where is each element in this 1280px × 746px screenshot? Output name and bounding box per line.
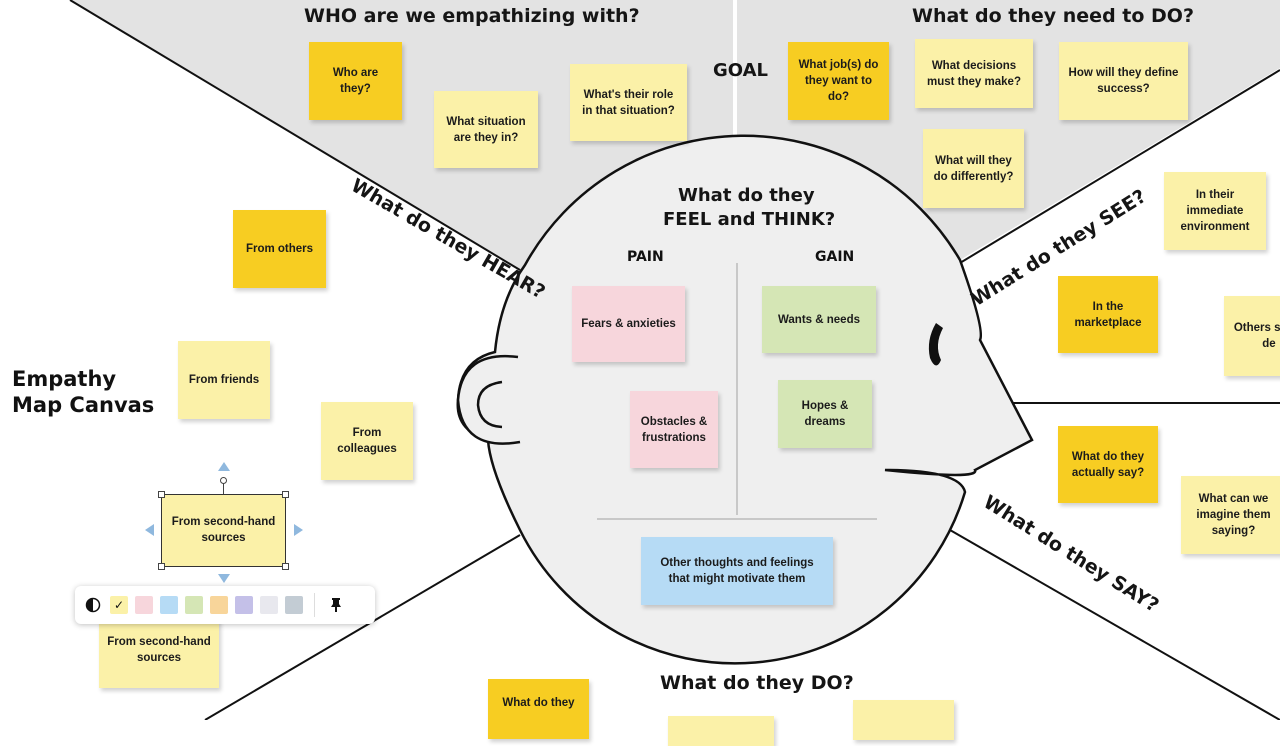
note-from-friends[interactable]: From friends bbox=[178, 341, 270, 419]
canvas-title: Empathy Map Canvas bbox=[12, 366, 154, 418]
contrast-icon[interactable] bbox=[83, 595, 103, 615]
divider-bottom-right bbox=[949, 529, 1280, 720]
eye bbox=[928, 323, 943, 366]
note-imagine-saying[interactable]: What can we imagine them saying? bbox=[1181, 476, 1280, 554]
canvas-title-line2: Map Canvas bbox=[12, 393, 155, 417]
ear-inner bbox=[476, 380, 503, 429]
note-from-others[interactable]: From others bbox=[233, 210, 326, 288]
note-do-bottom-3[interactable] bbox=[853, 700, 954, 740]
connector-arrow-right[interactable] bbox=[294, 524, 303, 536]
connector-arrow-left[interactable] bbox=[145, 524, 154, 536]
swatch-orange[interactable] bbox=[210, 596, 228, 614]
swatch-purple[interactable] bbox=[235, 596, 253, 614]
note-second-hand[interactable]: From second-hand sources bbox=[99, 612, 219, 688]
label-pain: PAIN bbox=[627, 249, 664, 265]
selection-frame[interactable] bbox=[161, 494, 286, 567]
pin-icon[interactable] bbox=[326, 595, 346, 615]
note-role[interactable]: What's their role in that situation? bbox=[570, 64, 687, 141]
heading-feel-think-2: FEEL and THINK? bbox=[663, 209, 836, 230]
note-decisions[interactable]: What decisions must they make? bbox=[915, 39, 1033, 108]
rotate-handle-stem bbox=[223, 483, 224, 494]
note-situation[interactable]: What situation are they in? bbox=[434, 91, 538, 168]
check-icon: ✓ bbox=[113, 598, 125, 612]
swatch-green[interactable] bbox=[185, 596, 203, 614]
swatch-light-gray[interactable] bbox=[260, 596, 278, 614]
divider-top-left bbox=[69, 0, 521, 271]
heading-do: What do they DO? bbox=[660, 672, 854, 694]
divider-top-right bbox=[944, 69, 1280, 273]
note-fears[interactable]: Fears & anxieties bbox=[572, 286, 685, 362]
note-jobs[interactable]: What job(s) do they want to do? bbox=[788, 42, 889, 120]
note-second-hand-selected[interactable]: From second-hand sources bbox=[162, 494, 285, 566]
swatch-slate[interactable] bbox=[285, 596, 303, 614]
swatch-blue[interactable] bbox=[160, 596, 178, 614]
note-immediate-environment[interactable]: In their immediate environment bbox=[1164, 172, 1266, 250]
note-success[interactable]: How will they define success? bbox=[1059, 42, 1188, 120]
color-toolbar: ✓ bbox=[75, 586, 375, 624]
label-gain: GAIN bbox=[815, 249, 855, 265]
connector-arrow-down[interactable] bbox=[218, 574, 230, 583]
note-obstacles[interactable]: Obstacles & frustrations bbox=[630, 391, 718, 468]
ear-outline bbox=[456, 354, 521, 445]
connector-arrow-up[interactable] bbox=[218, 462, 230, 471]
note-who-are-they[interactable]: Who are they? bbox=[309, 42, 402, 120]
heading-feel-think-1: What do they bbox=[678, 185, 815, 206]
note-differently[interactable]: What will they do differently? bbox=[923, 129, 1024, 208]
note-from-colleagues[interactable]: From colleagues bbox=[321, 402, 413, 480]
heading-goal: GOAL bbox=[713, 60, 768, 81]
swatch-pink[interactable] bbox=[135, 596, 153, 614]
heading-need-to-do: What do they need to DO? bbox=[912, 5, 1194, 27]
note-marketplace[interactable]: In the marketplace bbox=[1058, 276, 1158, 353]
toolbar-separator bbox=[314, 593, 315, 617]
heading-who: WHO are we empathizing with? bbox=[304, 5, 640, 27]
note-do-bottom[interactable]: What do they bbox=[488, 679, 589, 739]
resize-handle-ne[interactable] bbox=[282, 491, 289, 498]
note-do-bottom-2[interactable] bbox=[668, 716, 774, 746]
note-hopes[interactable]: Hopes & dreams bbox=[778, 380, 872, 448]
note-actually-say[interactable]: What do they actually say? bbox=[1058, 426, 1158, 503]
note-wants[interactable]: Wants & needs bbox=[762, 286, 876, 353]
resize-handle-sw[interactable] bbox=[158, 563, 165, 570]
divider-bottom-left bbox=[204, 534, 521, 720]
resize-handle-se[interactable] bbox=[282, 563, 289, 570]
note-others-cut[interactable]: Others s and de bbox=[1224, 296, 1280, 376]
swatch-yellow-selected[interactable]: ✓ bbox=[110, 596, 128, 614]
note-other-thoughts[interactable]: Other thoughts and feelings that might m… bbox=[641, 537, 833, 605]
resize-handle-nw[interactable] bbox=[158, 491, 165, 498]
canvas-title-line1: Empathy bbox=[12, 367, 117, 391]
